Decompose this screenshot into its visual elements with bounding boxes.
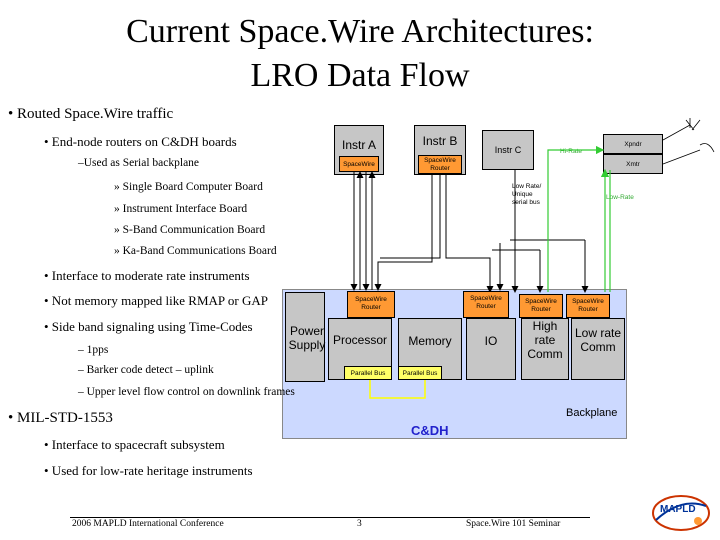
bullet-serial-backplane: –Used as Serial backplane (78, 157, 200, 169)
bullet-upper-flow: – Upper level flow control on downlink f… (78, 386, 295, 398)
high-rate-label1: High (532, 319, 558, 333)
parallel-bus-1-label: Parallel Bus (350, 370, 386, 377)
spacewire-links (350, 170, 589, 293)
parallel-bus-link (369, 378, 426, 399)
xpndr-label: Xpndr (624, 141, 642, 148)
footer-conference: 2006 MAPLD International Conference (72, 519, 224, 529)
power-supply-label1: Power (289, 324, 324, 338)
bullet-iib: » Instrument Interface Board (114, 203, 248, 215)
bullet-interface-sc: • Interface to spacecraft subsystem (44, 437, 225, 452)
bullet-pps: – 1pps (78, 344, 109, 356)
bullet-routed: • Routed Space.Wire traffic (8, 106, 174, 122)
low-rate-comm-label1: Low rate (574, 326, 622, 340)
instr-b-router-label1: SpaceWire (424, 157, 456, 164)
bullet-interface-moderate: • Interface to moderate rate instruments (44, 268, 250, 283)
slide-title-line1: Current Space.Wire Architectures: (126, 13, 594, 50)
instr-a-spacewire-label: SpaceWire (343, 161, 375, 168)
cdh-router-4-label2: Router (578, 306, 598, 313)
high-rate-label2: rate (534, 333, 556, 347)
bullet-sbc: » Single Board Computer Board (114, 181, 263, 193)
cdh-router-1: SpaceWire Router (347, 291, 395, 318)
low-rate-label: Low-Rate (606, 194, 634, 201)
xmtr-label: Xmtr (626, 161, 640, 168)
bullet-mil-std: • MIL-STD-1553 (8, 410, 113, 426)
footer-seminar: Space.Wire 101 Seminar (466, 519, 561, 529)
bullet-barker: – Barker code detect – uplink (78, 364, 214, 376)
xpndr-box: Xpndr (603, 134, 663, 154)
mapld-logo-text: MAPLD (660, 504, 696, 515)
cdh-router-1-label1: SpaceWire (355, 296, 387, 303)
mapld-logo: MAPLD (650, 492, 712, 534)
cdh-label: C&DH (411, 423, 449, 438)
footer-page-number: 3 (357, 519, 362, 529)
slide-title-line2: LRO Data Flow (250, 57, 470, 94)
low-rate-unique-line3: serial bus (512, 199, 540, 206)
parallel-bus-2-label: Parallel Bus (402, 370, 438, 377)
cdh-router-2: SpaceWire Router (463, 291, 509, 318)
io-label: IO (484, 334, 498, 348)
mapld-logo-icon (652, 495, 710, 531)
cdh-router-2-label1: SpaceWire (470, 295, 502, 302)
bullet-side-band: • Side band signaling using Time-Codes (44, 319, 253, 334)
low-rate-comm-label2: Comm (580, 340, 616, 354)
instr-c-box: Instr C (482, 130, 534, 170)
low-rate-unique-label: Low Rate/ Unique serial bus (512, 183, 541, 207)
cdh-router-2-label2: Router (476, 303, 496, 310)
cdh-router-3-label1: SpaceWire (525, 298, 557, 305)
power-supply-board: Power Supply (285, 292, 325, 382)
cdh-router-4: SpaceWire Router (566, 294, 610, 318)
high-rate-comm-board: High rate Comm (521, 318, 569, 380)
cdh-router-1-label2: Router (361, 304, 381, 311)
power-supply-label2: Supply (288, 338, 326, 352)
cdh-router-3: SpaceWire Router (519, 294, 563, 318)
instr-b-router-label2: Router (430, 165, 450, 172)
bullet-sband: » S-Band Communication Board (114, 224, 266, 236)
rf-links (547, 145, 611, 292)
instr-c-label: Instr C (494, 145, 522, 155)
instr-b-label: Instr B (422, 134, 458, 148)
cdh-router-4-label1: SpaceWire (572, 298, 604, 305)
parallel-bus-2: Parallel Bus (398, 366, 442, 380)
bullet-kaband: » Ka-Band Communications Board (114, 245, 277, 257)
processor-label: Processor (332, 333, 388, 347)
io-board: IO (466, 318, 516, 380)
backplane-label: Backplane (566, 407, 618, 419)
high-rate-label3: Comm (527, 347, 563, 361)
memory-label: Memory (408, 334, 452, 348)
instr-a-label: Instr A (341, 138, 376, 152)
bullet-end-node: • End-node routers on C&DH boards (44, 134, 237, 149)
low-rate-unique-line1: Low Rate/ (512, 183, 542, 190)
low-rate-unique-line2: Unique (512, 191, 533, 198)
bullet-low-rate-heritage: • Used for low-rate heritage instruments (44, 463, 253, 478)
instr-b-router: SpaceWire Router (418, 155, 462, 174)
low-rate-comm-board: Low rate Comm (571, 318, 625, 380)
footer-rule (70, 517, 590, 518)
cdh-router-3-label2: Router (531, 306, 551, 313)
parallel-bus-1: Parallel Bus (344, 366, 392, 380)
xmtr-box: Xmtr (603, 154, 663, 174)
bullet-not-memory: • Not memory mapped like RMAP or GAP (44, 293, 268, 308)
hi-rate-label: Hi-Rate (560, 148, 583, 155)
antenna-icon (662, 118, 715, 165)
